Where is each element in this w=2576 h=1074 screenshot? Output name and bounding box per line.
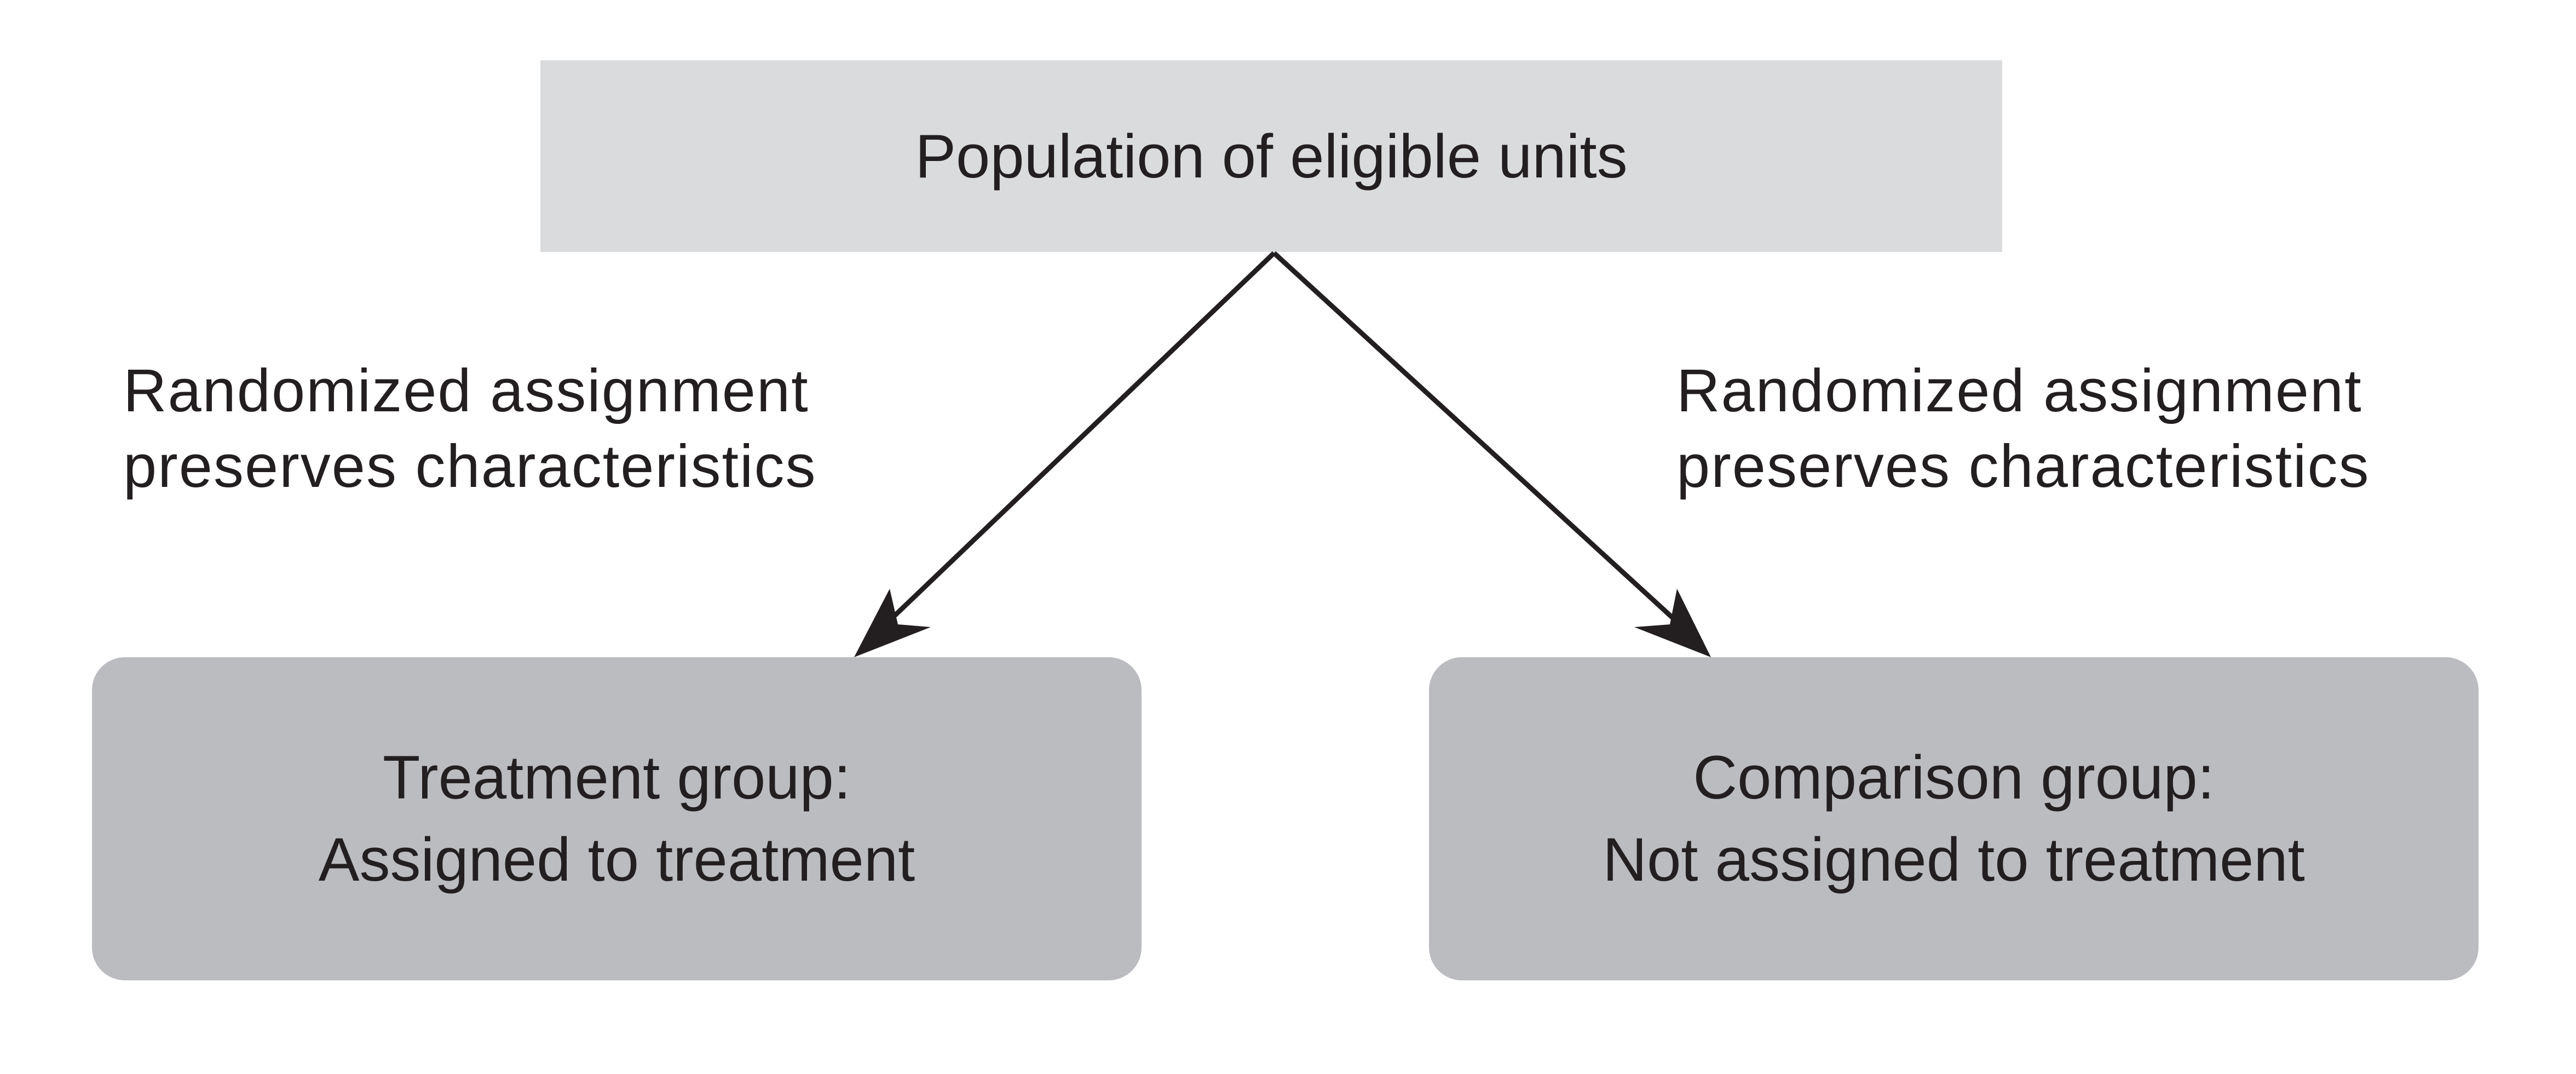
arrow-to-treatment-line [890, 251, 1276, 620]
comparison-description: Not assigned to treatment [1603, 825, 2305, 894]
comparison-group-box: Comparison group: Not assigned to treatm… [1429, 657, 2479, 980]
population-box: Population of eligible units [540, 60, 2002, 252]
treatment-description: Assigned to treatment [318, 825, 915, 894]
treatment-title: Treatment group: [383, 743, 851, 812]
right-note-line-2: preserves characteristics [1676, 433, 2370, 500]
left-assignment-note: Randomized assignment preserves characte… [123, 353, 817, 504]
comparison-title: Comparison group: [1693, 743, 2215, 812]
right-note-line-1: Randomized assignment [1676, 357, 2362, 424]
left-note-line-1: Randomized assignment [123, 357, 809, 424]
arrow-to-comparison-head [1634, 589, 1711, 657]
treatment-group-box: Treatment group: Assigned to treatment [92, 657, 1142, 980]
left-note-line-2: preserves characteristics [123, 433, 817, 500]
right-assignment-note: Randomized assignment preserves characte… [1676, 353, 2370, 504]
arrow-to-treatment-head [854, 589, 931, 657]
arrow-to-comparison-line [1272, 251, 1675, 620]
population-label: Population of eligible units [915, 122, 1628, 191]
